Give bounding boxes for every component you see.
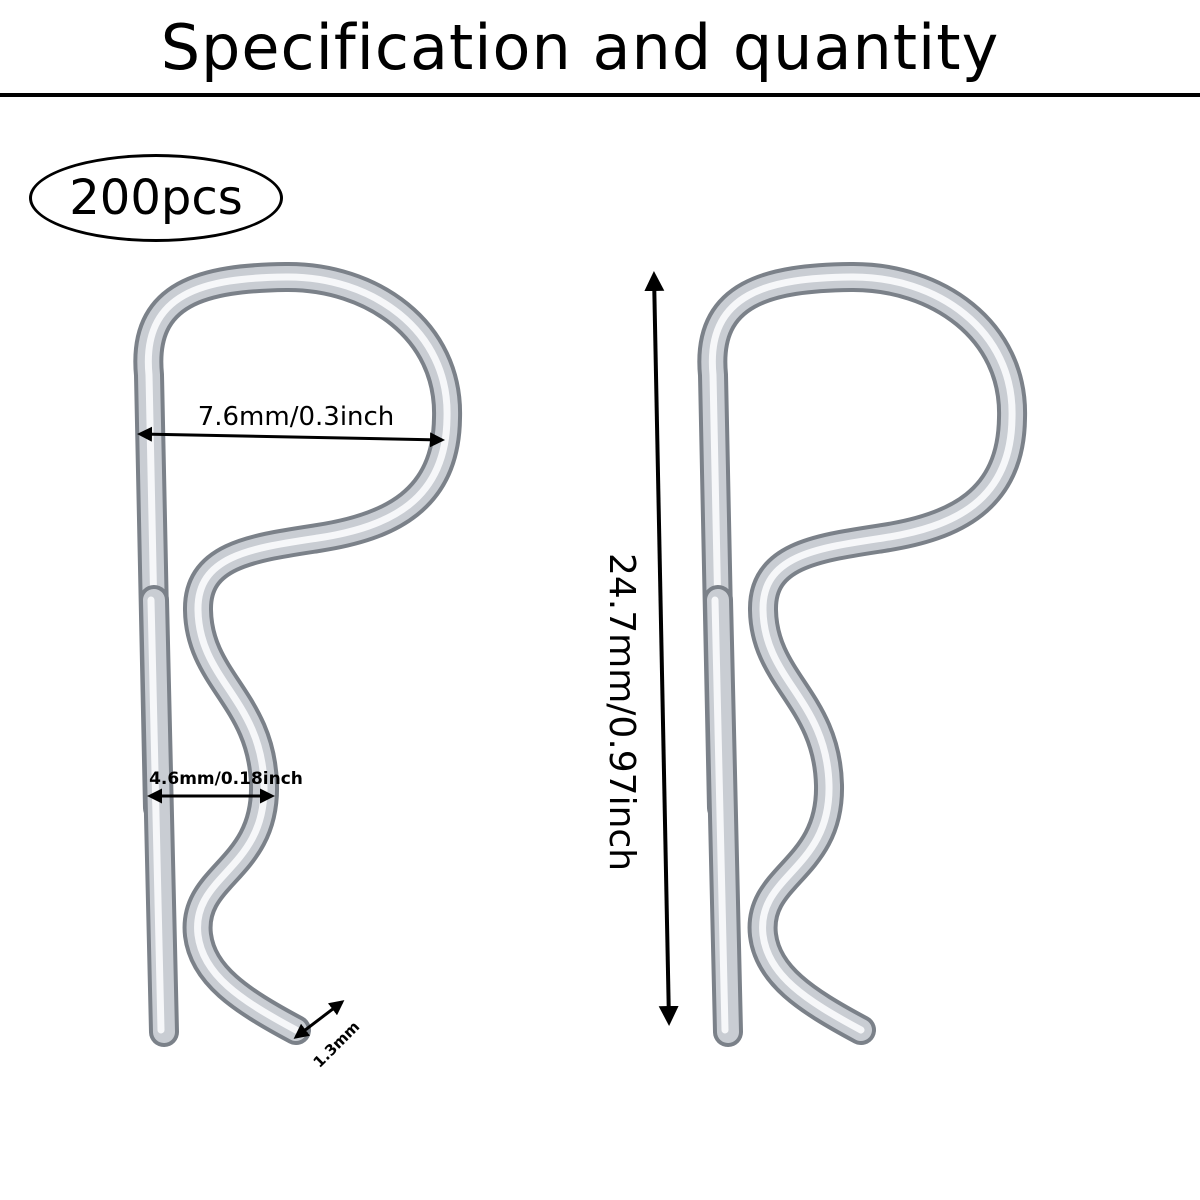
page-title: Specification and quantity (160, 11, 1000, 84)
wave-width-label: 4.6mm/0.18inch (149, 769, 303, 789)
title-divider (0, 93, 1200, 97)
wire-diameter-label: 1.3mm (310, 1018, 364, 1072)
quantity-badge: 200pcs (29, 154, 283, 242)
loop-width-label: 7.6mm/0.3inch (198, 402, 395, 432)
double-arrow-icon (293, 1000, 345, 1039)
total-length-label: 24.7mm/0.97inch (601, 553, 642, 871)
quantity-label: 200pcs (69, 170, 243, 226)
r-clip-pin-icon (133, 261, 463, 1047)
double-arrow-icon (137, 426, 445, 448)
r-clip-pin-icon (697, 261, 1028, 1047)
double-arrow-icon (644, 271, 679, 1026)
